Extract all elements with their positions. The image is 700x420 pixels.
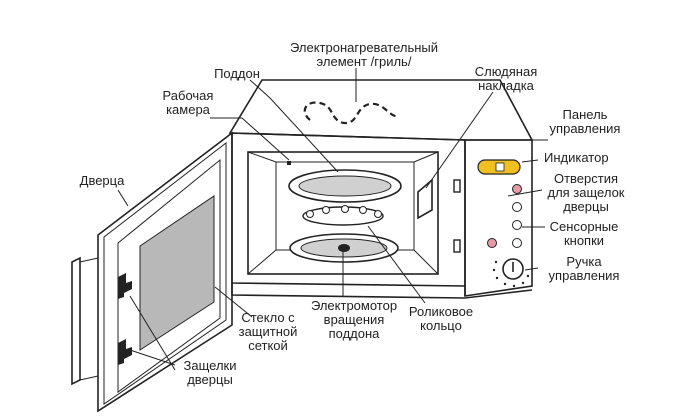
label-latch-holes-2: для защелок [547, 185, 624, 200]
label-glass-2: защитной [239, 324, 298, 339]
labels: Электронагревательный элемент /гриль/ По… [80, 40, 625, 387]
mica-plate [417, 178, 433, 220]
roller-ring [302, 205, 384, 226]
label-latches-1: Защелки [184, 358, 237, 373]
label-glass-3: сеткой [248, 338, 288, 353]
label-mica-1: Слюдяная [475, 64, 538, 79]
turntable-tray [288, 169, 402, 203]
label-heating-element-1: Электронагревательный [290, 40, 438, 55]
label-panel-2: управления [550, 121, 621, 136]
label-sensor-buttons-1: Сенсорные [550, 219, 619, 234]
door [71, 131, 233, 413]
label-latch-holes-1: Отверстия [554, 171, 618, 186]
label-door: Дверца [80, 173, 125, 188]
door-latch-upper [118, 273, 132, 299]
motor-shaft [338, 244, 350, 252]
label-knob-2: управления [549, 268, 620, 283]
motor-base [289, 233, 399, 263]
door-outer [97, 131, 233, 413]
label-roller-1: Роликовое [409, 304, 473, 319]
label-tray: Поддон [214, 66, 260, 81]
button-1[interactable] [512, 202, 522, 212]
door-handle[interactable] [71, 256, 81, 386]
label-glass-1: Стекло с [241, 310, 295, 325]
button-2[interactable] [512, 220, 522, 230]
label-motor-2: вращения [324, 312, 385, 327]
label-mica-2: накладка [478, 78, 535, 93]
door-glass [139, 195, 215, 351]
button-pink-lower[interactable] [487, 238, 497, 248]
control-panel [477, 159, 530, 288]
label-panel-1: Панель [563, 107, 608, 122]
door-latch-lower [118, 339, 132, 365]
leader-lines [117, 68, 548, 371]
label-sensor-buttons-2: кнопки [564, 233, 604, 248]
label-roller-2: кольцо [420, 318, 462, 333]
button-3[interactable] [512, 238, 522, 248]
latch-hole-upper [453, 179, 461, 193]
label-latches-2: дверцы [187, 372, 233, 387]
label-motor-1: Электромотор [311, 298, 397, 313]
label-motor-3: поддона [329, 326, 381, 341]
label-knob-1: Ручка [566, 254, 602, 269]
label-heating-element-2: элемент /гриль/ [317, 54, 412, 69]
label-chamber-2: камера [166, 102, 211, 117]
label-latch-holes-3: дверцы [563, 199, 609, 214]
label-chamber-1: Рабочая [163, 88, 214, 103]
button-pink-upper[interactable] [512, 184, 522, 194]
grill-heating-element [303, 101, 399, 125]
chamber-marker [287, 161, 291, 165]
knob-scale-dots [492, 260, 530, 288]
indicator-glyph [495, 162, 505, 172]
label-indicator: Индикатор [544, 150, 609, 165]
latch-hole-lower [453, 239, 461, 253]
